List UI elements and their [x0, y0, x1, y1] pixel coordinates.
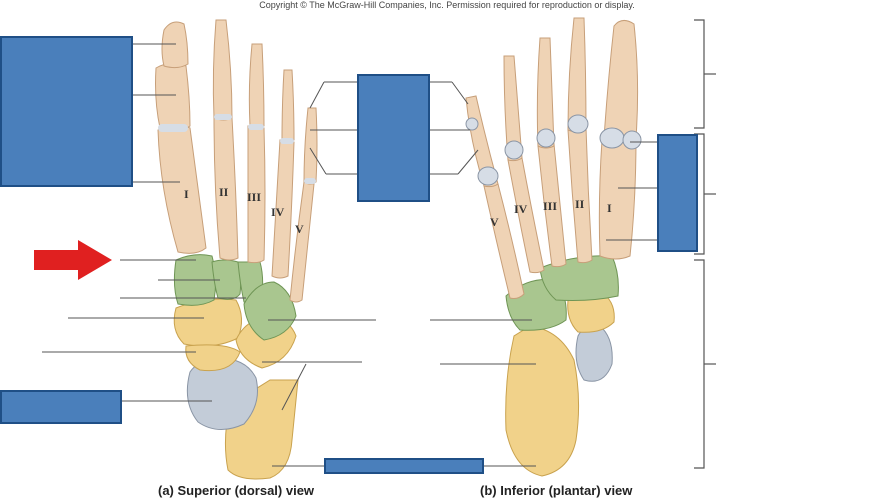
phalanges-label-box[interactable]	[0, 36, 133, 187]
superior-big-toe-proximal	[155, 62, 191, 132]
superior-metatarsal-4	[271, 139, 295, 279]
superior-metatarsal-5	[289, 181, 315, 303]
toe-phalanges-label-box[interactable]	[357, 74, 430, 202]
inferior-numeral: II	[575, 197, 585, 211]
superior-numeral: II	[219, 185, 229, 199]
inferior-leader-lines	[430, 81, 658, 467]
superior-metatarsal-1	[157, 124, 207, 254]
copyright-notice: Copyright © The McGraw-Hill Companies, I…	[259, 0, 635, 10]
inferior-numeral: IV	[514, 202, 528, 216]
superior-joint-cap	[280, 138, 294, 144]
superior-joint-cap	[248, 124, 264, 130]
superior-joint-cap	[158, 124, 188, 132]
inferior-calcaneus	[505, 325, 580, 477]
superior-toe4-phalanges	[281, 69, 295, 143]
superior-big-toe-distal	[161, 21, 189, 69]
superior-foot: I II III IV V	[42, 19, 376, 480]
superior-toe2-phalanges	[212, 19, 233, 121]
superior-cuboid-lower	[185, 344, 241, 372]
superior-joint-cap	[214, 114, 232, 120]
superior-metatarsal-3	[247, 125, 266, 264]
inferior-metatarsal-3	[537, 143, 567, 268]
superior-numeral: V	[295, 222, 304, 236]
inferior-metatarsal-2	[567, 127, 593, 264]
inferior-joint-cap	[465, 117, 479, 131]
inferior-numeral: V	[490, 215, 499, 229]
superior-numeral: IV	[271, 205, 285, 219]
inferior-joint-cap	[504, 140, 524, 160]
inferior-talus	[575, 325, 613, 382]
inferior-foot: V IV III II I	[430, 17, 716, 477]
superior-navicular	[173, 298, 242, 347]
inferior-view-caption: (b) Inferior (plantar) view	[480, 483, 633, 498]
pointer-arrow-icon	[34, 240, 112, 280]
inferior-joint-cap	[622, 130, 642, 150]
inferior-joint-cap	[477, 166, 499, 186]
inferior-joint-cap	[536, 128, 556, 148]
talus-label-box[interactable]	[0, 390, 122, 424]
superior-numeral: I	[184, 187, 189, 201]
superior-numeral: III	[247, 190, 261, 204]
superior-toe3-phalanges	[248, 43, 265, 129]
superior-metatarsal-2	[213, 117, 239, 261]
inferior-numeral: III	[543, 199, 557, 213]
superior-joint-cap	[304, 178, 316, 184]
metatarsal-label-box[interactable]	[657, 134, 698, 252]
inferior-big-toe-phalanges	[603, 20, 639, 142]
superior-toe5-phalanges	[303, 107, 318, 185]
inferior-numeral: I	[607, 201, 612, 215]
inferior-metatarsal-4	[507, 157, 545, 274]
calcaneus-label-box[interactable]	[324, 458, 484, 474]
inferior-toe4-phalanges	[503, 55, 523, 162]
bracket-phalanges	[694, 19, 705, 129]
superior-leader-lines	[42, 43, 376, 467]
bracket-tarsals	[694, 259, 705, 469]
inferior-joint-cap	[567, 114, 589, 134]
inferior-toe3-phalanges	[536, 37, 555, 149]
superior-view-caption: (a) Superior (dorsal) view	[158, 483, 315, 498]
superior-cuboid-green	[243, 281, 297, 341]
inferior-joint-cap	[599, 127, 625, 149]
region-brackets	[694, 19, 716, 469]
inferior-metatarsal-5	[483, 183, 525, 299]
